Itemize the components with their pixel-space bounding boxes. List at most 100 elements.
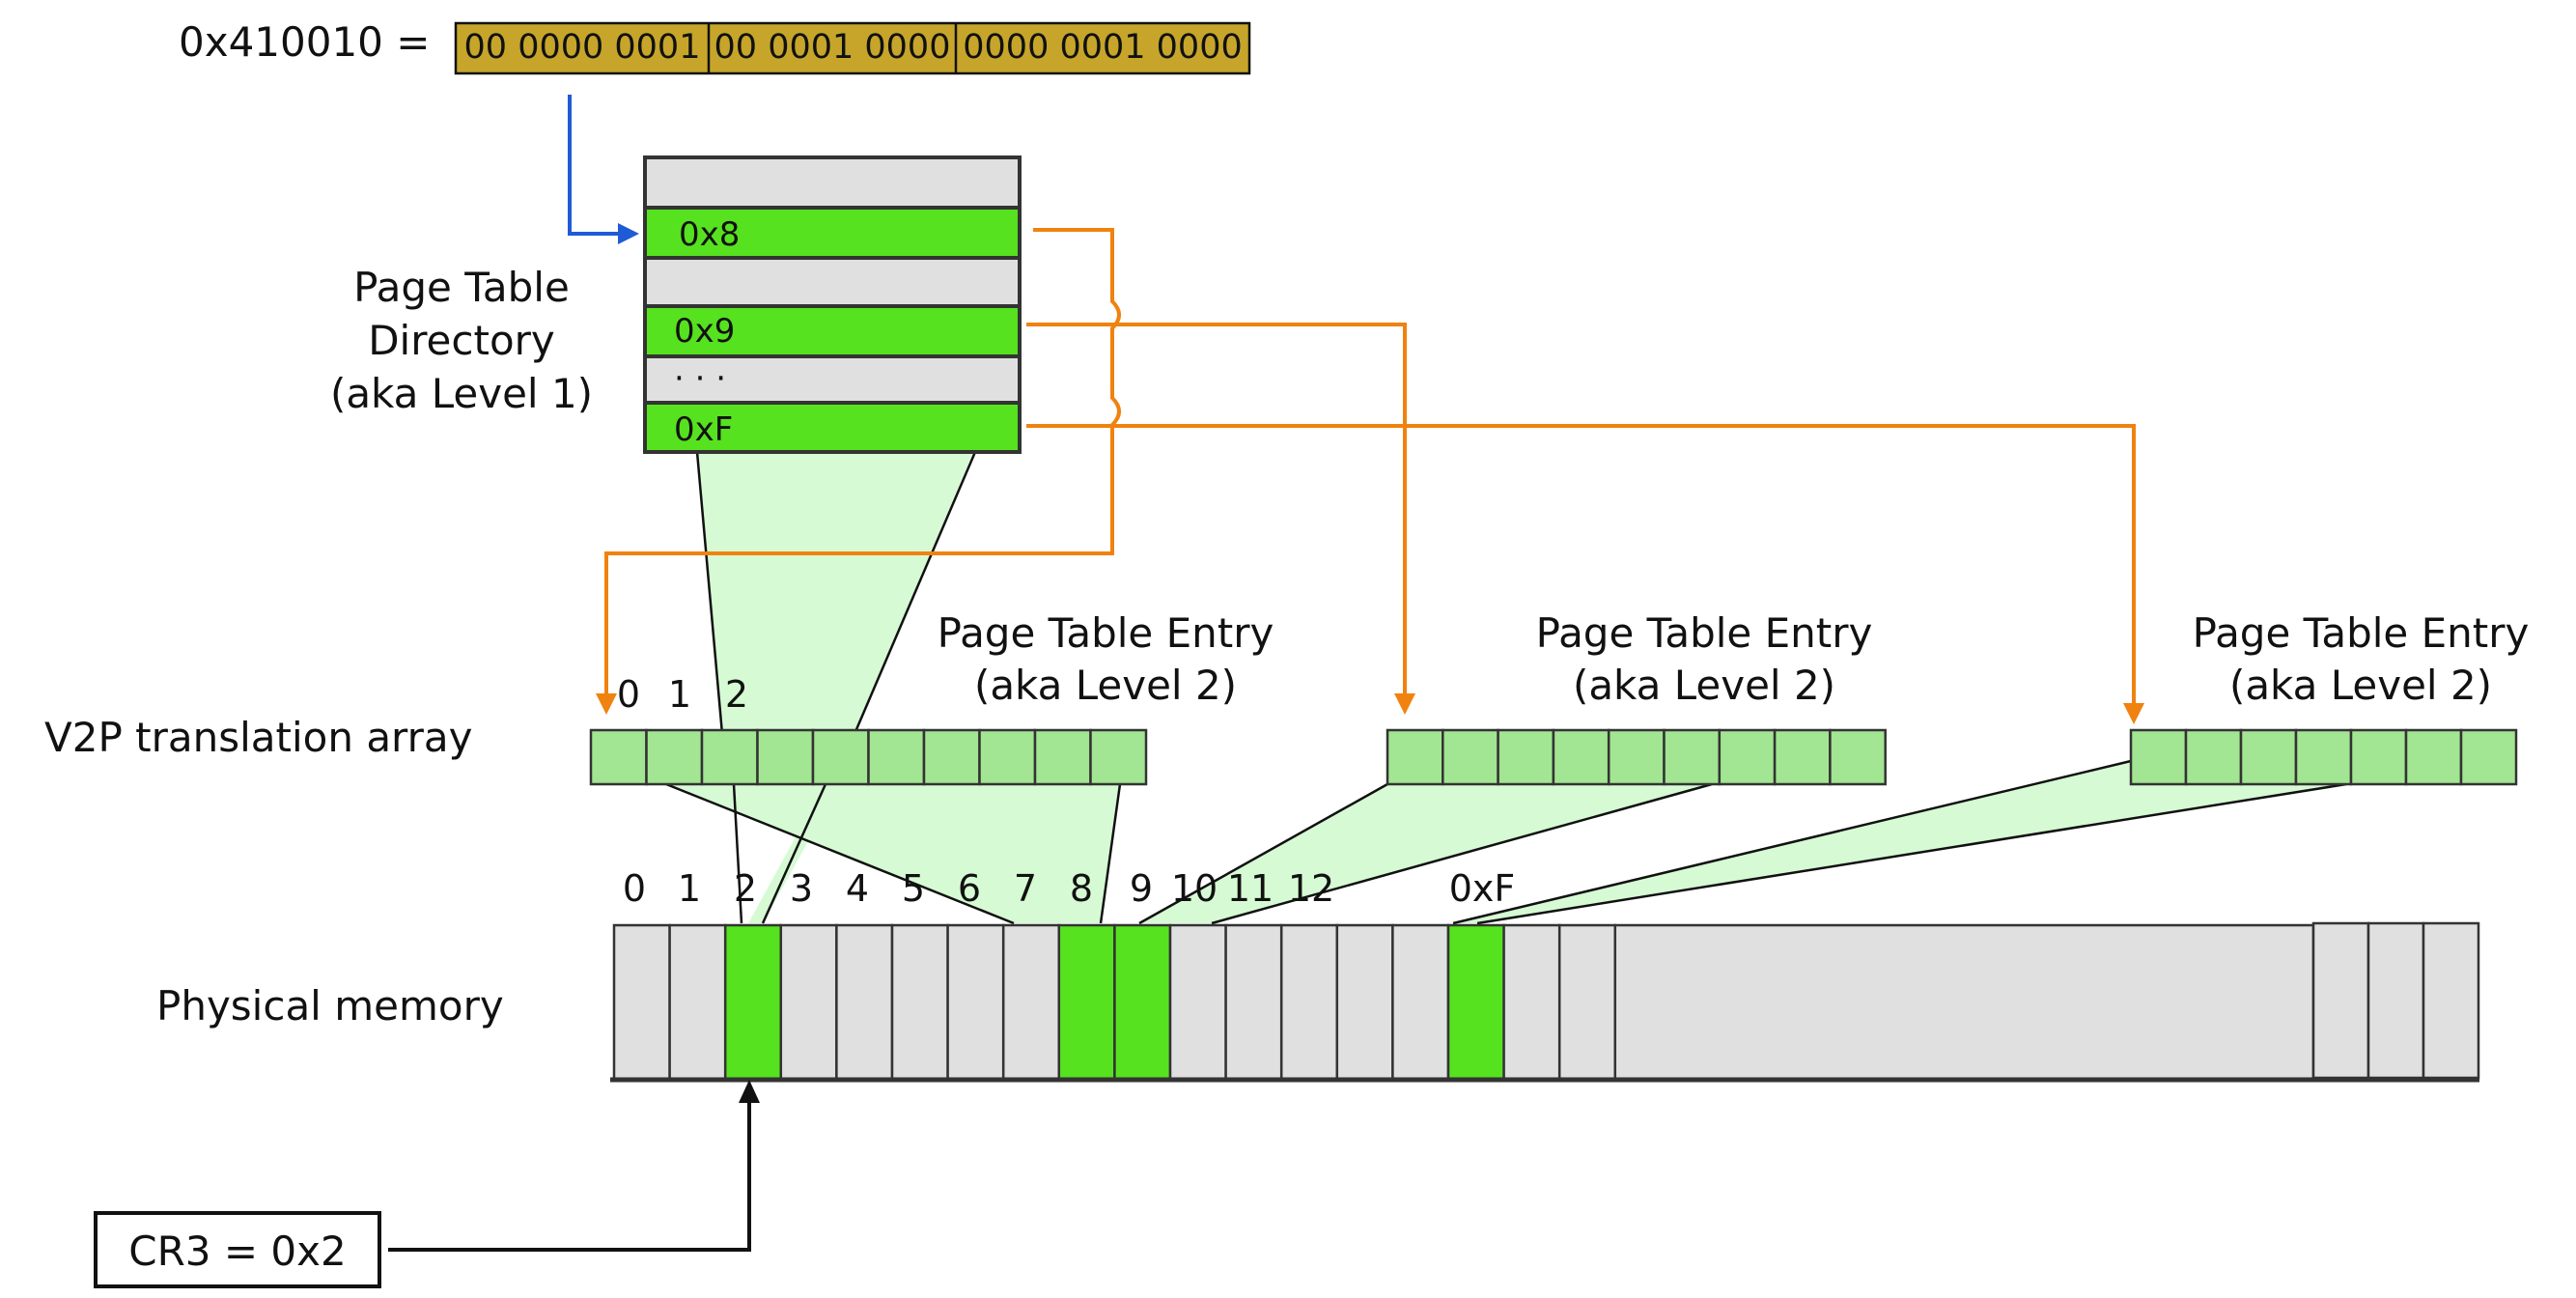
pte-label-1-line-2: (aka Level 2) [974, 662, 1237, 709]
directory-row-2 [643, 256, 1022, 308]
fan-edge [695, 451, 724, 735]
memory-frame [946, 923, 1005, 1082]
fan-level2-to-memory [666, 784, 1120, 923]
fan-edge [853, 451, 977, 735]
memory-frame [890, 923, 949, 1082]
v2p-cell [922, 728, 981, 786]
virtual-address: 0x410010 = 00 0000 0001 00 0001 0000 000… [179, 18, 1251, 75]
pte-labels: Page Table Entry (aka Level 2) Page Tabl… [938, 609, 2530, 709]
cr3-arrow-line [388, 1101, 751, 1252]
cr3-label: CR3 = 0x2 [128, 1227, 346, 1275]
v2p-cell [700, 728, 759, 786]
memory-frame [2366, 921, 2425, 1080]
fan-edges [665, 451, 2347, 925]
address-segment-offset: 0000 0001 0000 [963, 28, 1242, 67]
v2p-cell [1663, 728, 1722, 786]
v2p-cell [2459, 728, 2518, 786]
directory-entry-0x9: 0x9 [674, 312, 735, 351]
v2p-cell [2349, 728, 2408, 786]
physical-memory-label: Physical memory [156, 982, 504, 1030]
frame-index-7: 7 [1014, 867, 1037, 910]
address-bar [454, 21, 1251, 75]
fan-directory-to-level2 [697, 452, 973, 734]
v2p-cell [1829, 728, 1887, 786]
v2p-cell [2239, 728, 2298, 786]
frame-index-6: 6 [958, 867, 981, 910]
pte-label-3-line-1: Page Table Entry [2193, 609, 2530, 657]
fan-edge [1476, 782, 2347, 925]
memory-frame [2422, 921, 2480, 1080]
v2p-cell [756, 728, 815, 786]
memory-frame-0xF [1446, 923, 1505, 1082]
v2p-cell [645, 728, 704, 786]
arrow-0xF-to-level2c [1026, 424, 2136, 703]
v2p-cell [1089, 728, 1148, 786]
level2-table-3 [2129, 728, 2518, 786]
fan-edge [732, 783, 743, 924]
fan-edge [1211, 782, 1713, 925]
memory-frame [1279, 923, 1339, 1082]
v2p-cell [2294, 728, 2353, 786]
v2p-cell [978, 728, 1037, 786]
directory-row-0xF [643, 401, 1022, 454]
orange-arrows [604, 228, 2136, 703]
memory-frame [1113, 923, 1172, 1082]
directory-label-line-1: Page Table [353, 264, 570, 311]
frame-index-10: 10 [1171, 867, 1218, 910]
pte-label-3-line-2: (aka Level 2) [2229, 662, 2492, 709]
frame-index-0: 0 [623, 867, 646, 910]
frame-index-4: 4 [846, 867, 869, 910]
arrow-head [596, 693, 617, 715]
v2p-cell [867, 728, 926, 786]
projection-fans [666, 452, 2346, 923]
fan-edge [1452, 759, 2132, 925]
pte-label-2-line-2: (aka Level 2) [1573, 662, 1835, 709]
arrow-0x9-to-level2b [1026, 323, 1407, 695]
page-directory: Page Table Directory (aka Level 1) 0x8 0… [330, 155, 1022, 454]
level2-table-1 [589, 728, 1148, 786]
cr3-box [94, 1211, 381, 1288]
v2p-cell [1552, 728, 1610, 786]
memory-frame [1557, 923, 1617, 1082]
v2p-cell [1442, 728, 1499, 786]
physical-memory-indices: 0 1 2 3 4 5 6 7 8 9 10 11 12 0xF [623, 867, 1515, 910]
memory-frame [723, 923, 783, 1082]
address-segment-directory: 00 0000 0001 [464, 28, 701, 67]
orange-arrow-heads [596, 693, 2144, 724]
memory-frame [1001, 923, 1061, 1082]
arrow-line [568, 95, 623, 236]
v2p-cell [2129, 728, 2188, 786]
memory-frame [1224, 923, 1283, 1082]
v2p-cell [2184, 728, 2243, 786]
memory-frame [1502, 923, 1561, 1082]
fan-level2c-to-memory [1453, 761, 2346, 923]
frame-index-1: 1 [678, 867, 701, 910]
v2p-cell [1607, 728, 1666, 786]
v2p-cell [811, 728, 870, 786]
directory-row-0x8 [643, 206, 1022, 260]
directory-label-line-2: Directory [368, 317, 555, 364]
directory-entry-ellipsis: · · · [674, 359, 726, 398]
frame-index-2: 2 [734, 867, 757, 910]
v2p-cell [1033, 728, 1092, 786]
directory-entry-0xF: 0xF [674, 410, 733, 449]
memory-frame [1335, 923, 1394, 1082]
cr3-arrow-head [739, 1080, 760, 1103]
arrow-head [1394, 693, 1415, 715]
fan-edge [665, 782, 1015, 925]
level2-table-2 [1386, 728, 1887, 786]
v2p-index-2: 2 [725, 673, 748, 716]
memory-frame [2311, 921, 2370, 1080]
pte-label-1-line-1: Page Table Entry [938, 609, 1274, 657]
v2p-index-0: 0 [617, 673, 640, 716]
v2p-cell [1497, 728, 1555, 786]
directory-row-0 [643, 155, 1022, 210]
arrow-0x8-to-level2 [604, 228, 1121, 695]
fan-edge [1099, 783, 1122, 924]
frame-index-0xF: 0xF [1449, 867, 1516, 910]
frame-index-12: 12 [1288, 867, 1334, 910]
frame-index-5: 5 [902, 867, 925, 910]
memory-frame [779, 923, 838, 1082]
directory-label-line-3: (aka Level 1) [330, 370, 593, 417]
physical-memory [610, 921, 2480, 1083]
